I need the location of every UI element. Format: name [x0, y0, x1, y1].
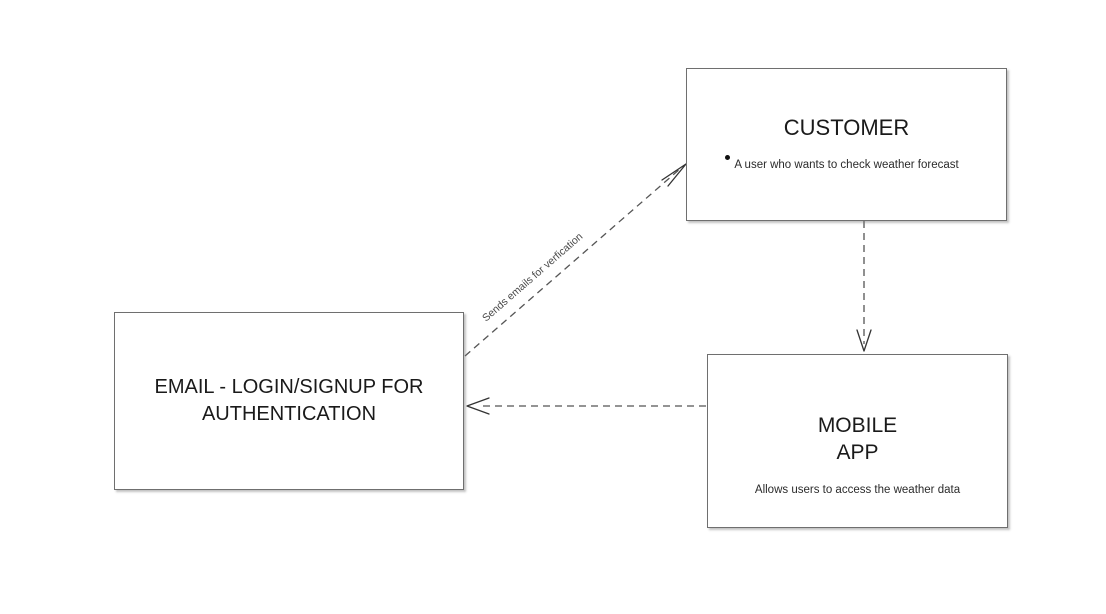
- edge-mobile-to-email: [466, 397, 706, 415]
- node-mobile-description: Allows users to access the weather data: [754, 483, 961, 496]
- edge-label-sends-emails: Sends emails for verfication: [480, 230, 585, 324]
- node-mobile-app[interactable]: MOBILE APP Allows users to access the we…: [707, 354, 1008, 528]
- node-email-authentication[interactable]: EMAIL - LOGIN/SIGNUP FOR AUTHENTICATION: [114, 312, 464, 490]
- node-mobile-title: MOBILE APP: [817, 414, 898, 465]
- bullet-point-icon: [725, 154, 731, 160]
- edge-email-to-customer: Sends emails for verfication: [464, 163, 687, 357]
- node-customer[interactable]: CUSTOMER A user who wants to check weath…: [686, 68, 1007, 221]
- node-email-title: EMAIL - LOGIN/SIGNUP FOR AUTHENTICATION: [154, 376, 424, 425]
- edge-customer-to-mobile: [856, 221, 872, 352]
- node-customer-title: CUSTOMER: [783, 115, 910, 140]
- node-customer-description: A user who wants to check weather foreca…: [734, 158, 959, 171]
- node-customer-description-row: A user who wants to check weather foreca…: [725, 154, 959, 173]
